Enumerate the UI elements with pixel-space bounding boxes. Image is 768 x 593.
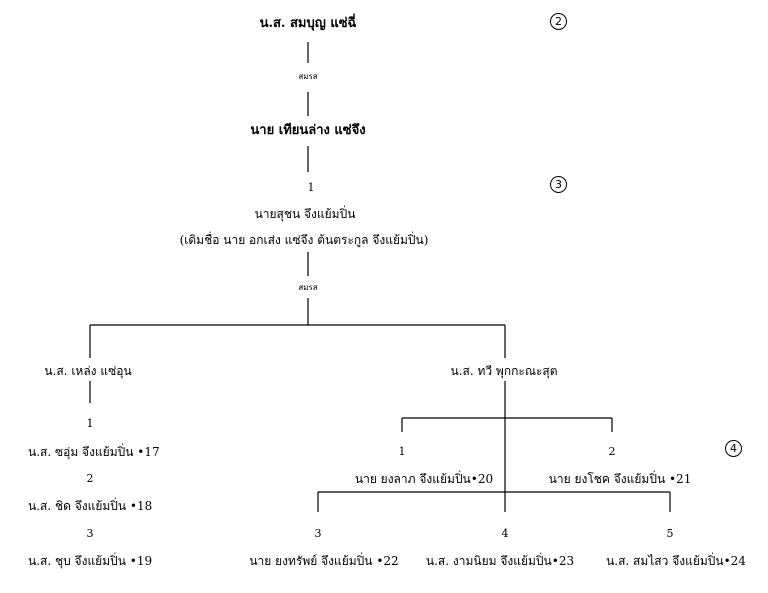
root-name: น.ส. สมบุญ แซ่ฉี่ [259,16,357,31]
wife-2-child-4-number: 4 [501,527,509,540]
wife-2-child-3-number: 3 [314,527,322,540]
wife-1-child-3-number: 3 [86,527,94,540]
generation-marker-4: 4 [725,440,742,457]
son-marriage-label: สมรส [298,283,318,292]
wife-2-child-1-name: นาย ยงลาภ จึงแย้มปิ่น•20 [354,472,494,486]
generation-marker-3: 3 [550,176,567,193]
wife-2-child-1-number: 1 [398,445,406,458]
wife-2-child-5-name: น.ส. สมไสว จึงแย้มปิ่น•24 [606,554,746,568]
wife-2-name: น.ส. ทวี พุกกะณะสุต [450,364,558,378]
wife-2-child-2-number: 2 [608,445,616,458]
wife-1-child-1-name: น.ส. ซอุ่ม จึงแย้มปิ่น •17 [28,445,160,459]
wife-2-child-4-name: น.ส. งามนิยม จึงแย้มปิ่น•23 [425,554,575,568]
wife-1-child-2-name: น.ส. ชิด จึงแย้มปิ่น •18 [28,499,153,513]
wife-1-child-1-number: 1 [86,417,94,430]
wife-2-child-3-name: นาย ยงทรัพย์ จึงแย้มปิ่น •22 [249,554,399,568]
wife-1-child-2-number: 2 [86,472,94,485]
wife-1-child-3-name: น.ส. ชุบ จึงแย้มปิ่น •19 [28,554,153,568]
wife-2-child-5-number: 5 [666,527,674,540]
root-marriage-label: สมรส [298,72,318,81]
root-spouse-name: นาย เทียนล่าง แซ่จึง [250,123,366,138]
generation-marker-2: 2 [550,13,567,30]
son-number: 1 [307,181,315,194]
son-former-name-note: (เดิมชื่อ นาย อกเส่ง แซ่จึง ต้นตระกูล จึ… [179,233,429,247]
wife-2-child-2-name: นาย ยงโชค จึงแย้มปิ่น •21 [548,472,692,486]
son-name: นายสุชน จึงแย้มปิ่น [254,207,356,221]
wife-1-name: น.ส. เหล่ง แซ่อุน [44,364,132,378]
